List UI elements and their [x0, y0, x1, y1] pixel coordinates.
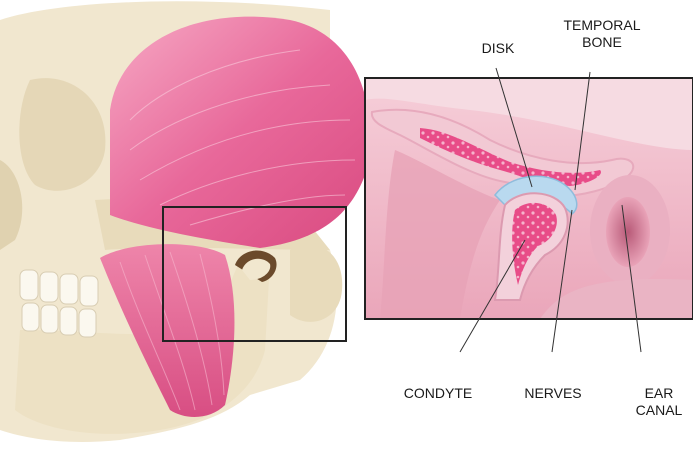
ear-canal-opening [606, 197, 650, 267]
tooth [40, 272, 58, 302]
label-temporal-bone-line1: TEMPORAL [552, 17, 652, 34]
temporalis-body [110, 17, 370, 248]
inset-panel [365, 78, 693, 319]
label-disk-text: DISK [470, 40, 526, 57]
label-temporal-bone-line2: BONE [552, 34, 652, 51]
label-ear-canal-line2: CANAL [627, 402, 691, 419]
label-ear-canal-line1: EAR [627, 385, 691, 402]
tooth [60, 274, 78, 304]
tooth [22, 303, 39, 331]
label-condyte: CONDYTE [388, 385, 488, 402]
label-disk: DISK [470, 40, 526, 57]
temporalis-muscle [110, 17, 370, 248]
ear-region [290, 245, 342, 322]
tooth [79, 309, 96, 337]
label-ear-canal: EAR CANAL [627, 385, 691, 419]
tooth [41, 305, 58, 333]
label-temporal-bone: TEMPORAL BONE [552, 17, 652, 51]
label-nerves-text: NERVES [508, 385, 598, 402]
label-condyte-text: CONDYTE [388, 385, 488, 402]
tooth [20, 270, 38, 300]
tooth [80, 276, 98, 306]
label-nerves: NERVES [508, 385, 598, 402]
tooth [60, 307, 77, 335]
